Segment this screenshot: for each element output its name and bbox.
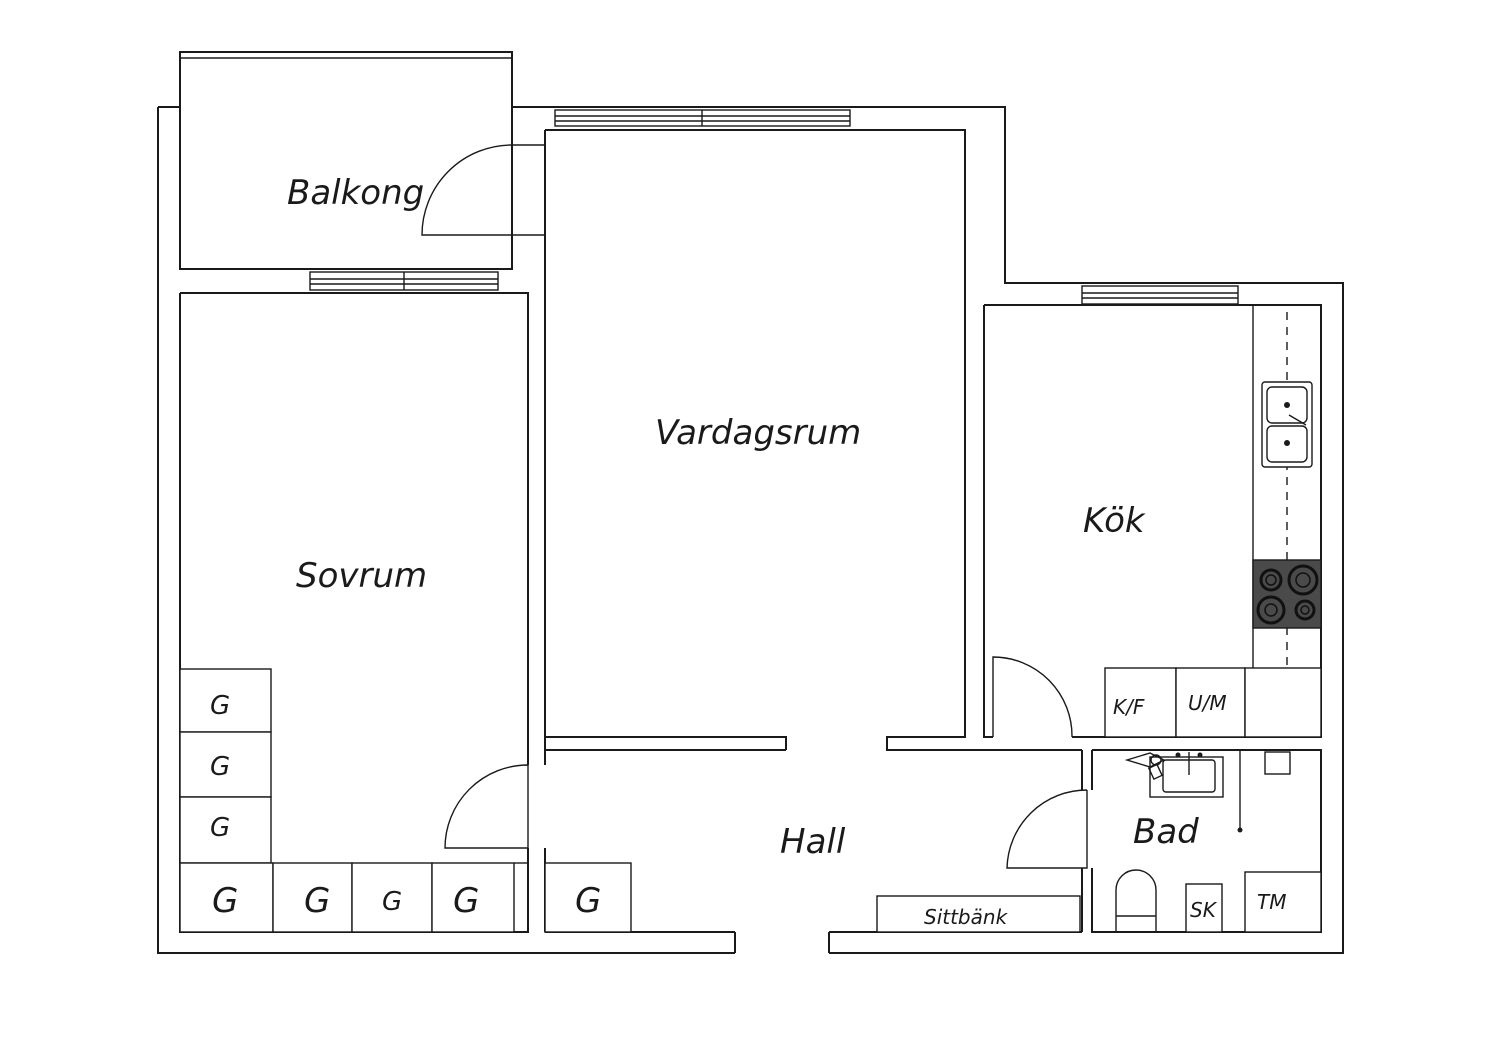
toilet-icon: [1115, 869, 1157, 932]
fridge-freezer-label: K/F: [1113, 695, 1145, 719]
wardrobe-label: G: [304, 881, 330, 921]
washer-tm: [1244, 871, 1322, 933]
balkong-area: [179, 51, 546, 270]
wardrobe-label: G: [210, 691, 230, 721]
sink-icon: [1261, 381, 1313, 468]
room-label-balkong: Balkong: [287, 173, 424, 213]
cabinet-sk: [1185, 883, 1223, 933]
washer-label: TM: [1257, 890, 1286, 914]
room-label-kok: Kök: [1083, 501, 1146, 541]
wardrobe-label: G: [453, 881, 479, 921]
kitchen-appliances: [1104, 667, 1322, 738]
wardrobe-label: G: [212, 881, 238, 921]
balkong-door: [421, 144, 513, 236]
bench: [876, 895, 1081, 933]
room-label-sovrum: Sovrum: [296, 556, 427, 596]
bad-door: [1006, 789, 1088, 869]
kok-door: [992, 656, 1073, 738]
wardrobe-label: G: [382, 887, 402, 917]
wardrobe-hall: [544, 862, 632, 933]
room-label-hall: Hall: [780, 822, 846, 862]
shower-icon: [1124, 752, 1166, 781]
wardrobes-sovrum: [179, 668, 528, 933]
cabinet-label: SK: [1190, 898, 1218, 922]
stove-icon: [1252, 559, 1322, 629]
vardagsrum-walls: [544, 129, 1082, 751]
wardrobe-label: G: [575, 881, 601, 921]
drain-box: [1264, 751, 1291, 775]
bench-label: Sittbänk: [924, 905, 1009, 929]
sovrum-door: [444, 764, 529, 849]
room-label-vardagsrum: Vardagsrum: [655, 413, 861, 453]
oven-microwave-label: U/M: [1188, 691, 1227, 715]
window-kok: [1081, 285, 1239, 305]
wardrobe-label: G: [210, 752, 230, 782]
room-label-bad: Bad: [1133, 812, 1199, 852]
window-vardagsrum: [554, 109, 851, 127]
washbasin-icon: [1149, 752, 1224, 798]
window-sovrum: [309, 271, 499, 291]
outer-wall: [157, 106, 1344, 954]
wardrobe-label: G: [210, 813, 230, 843]
